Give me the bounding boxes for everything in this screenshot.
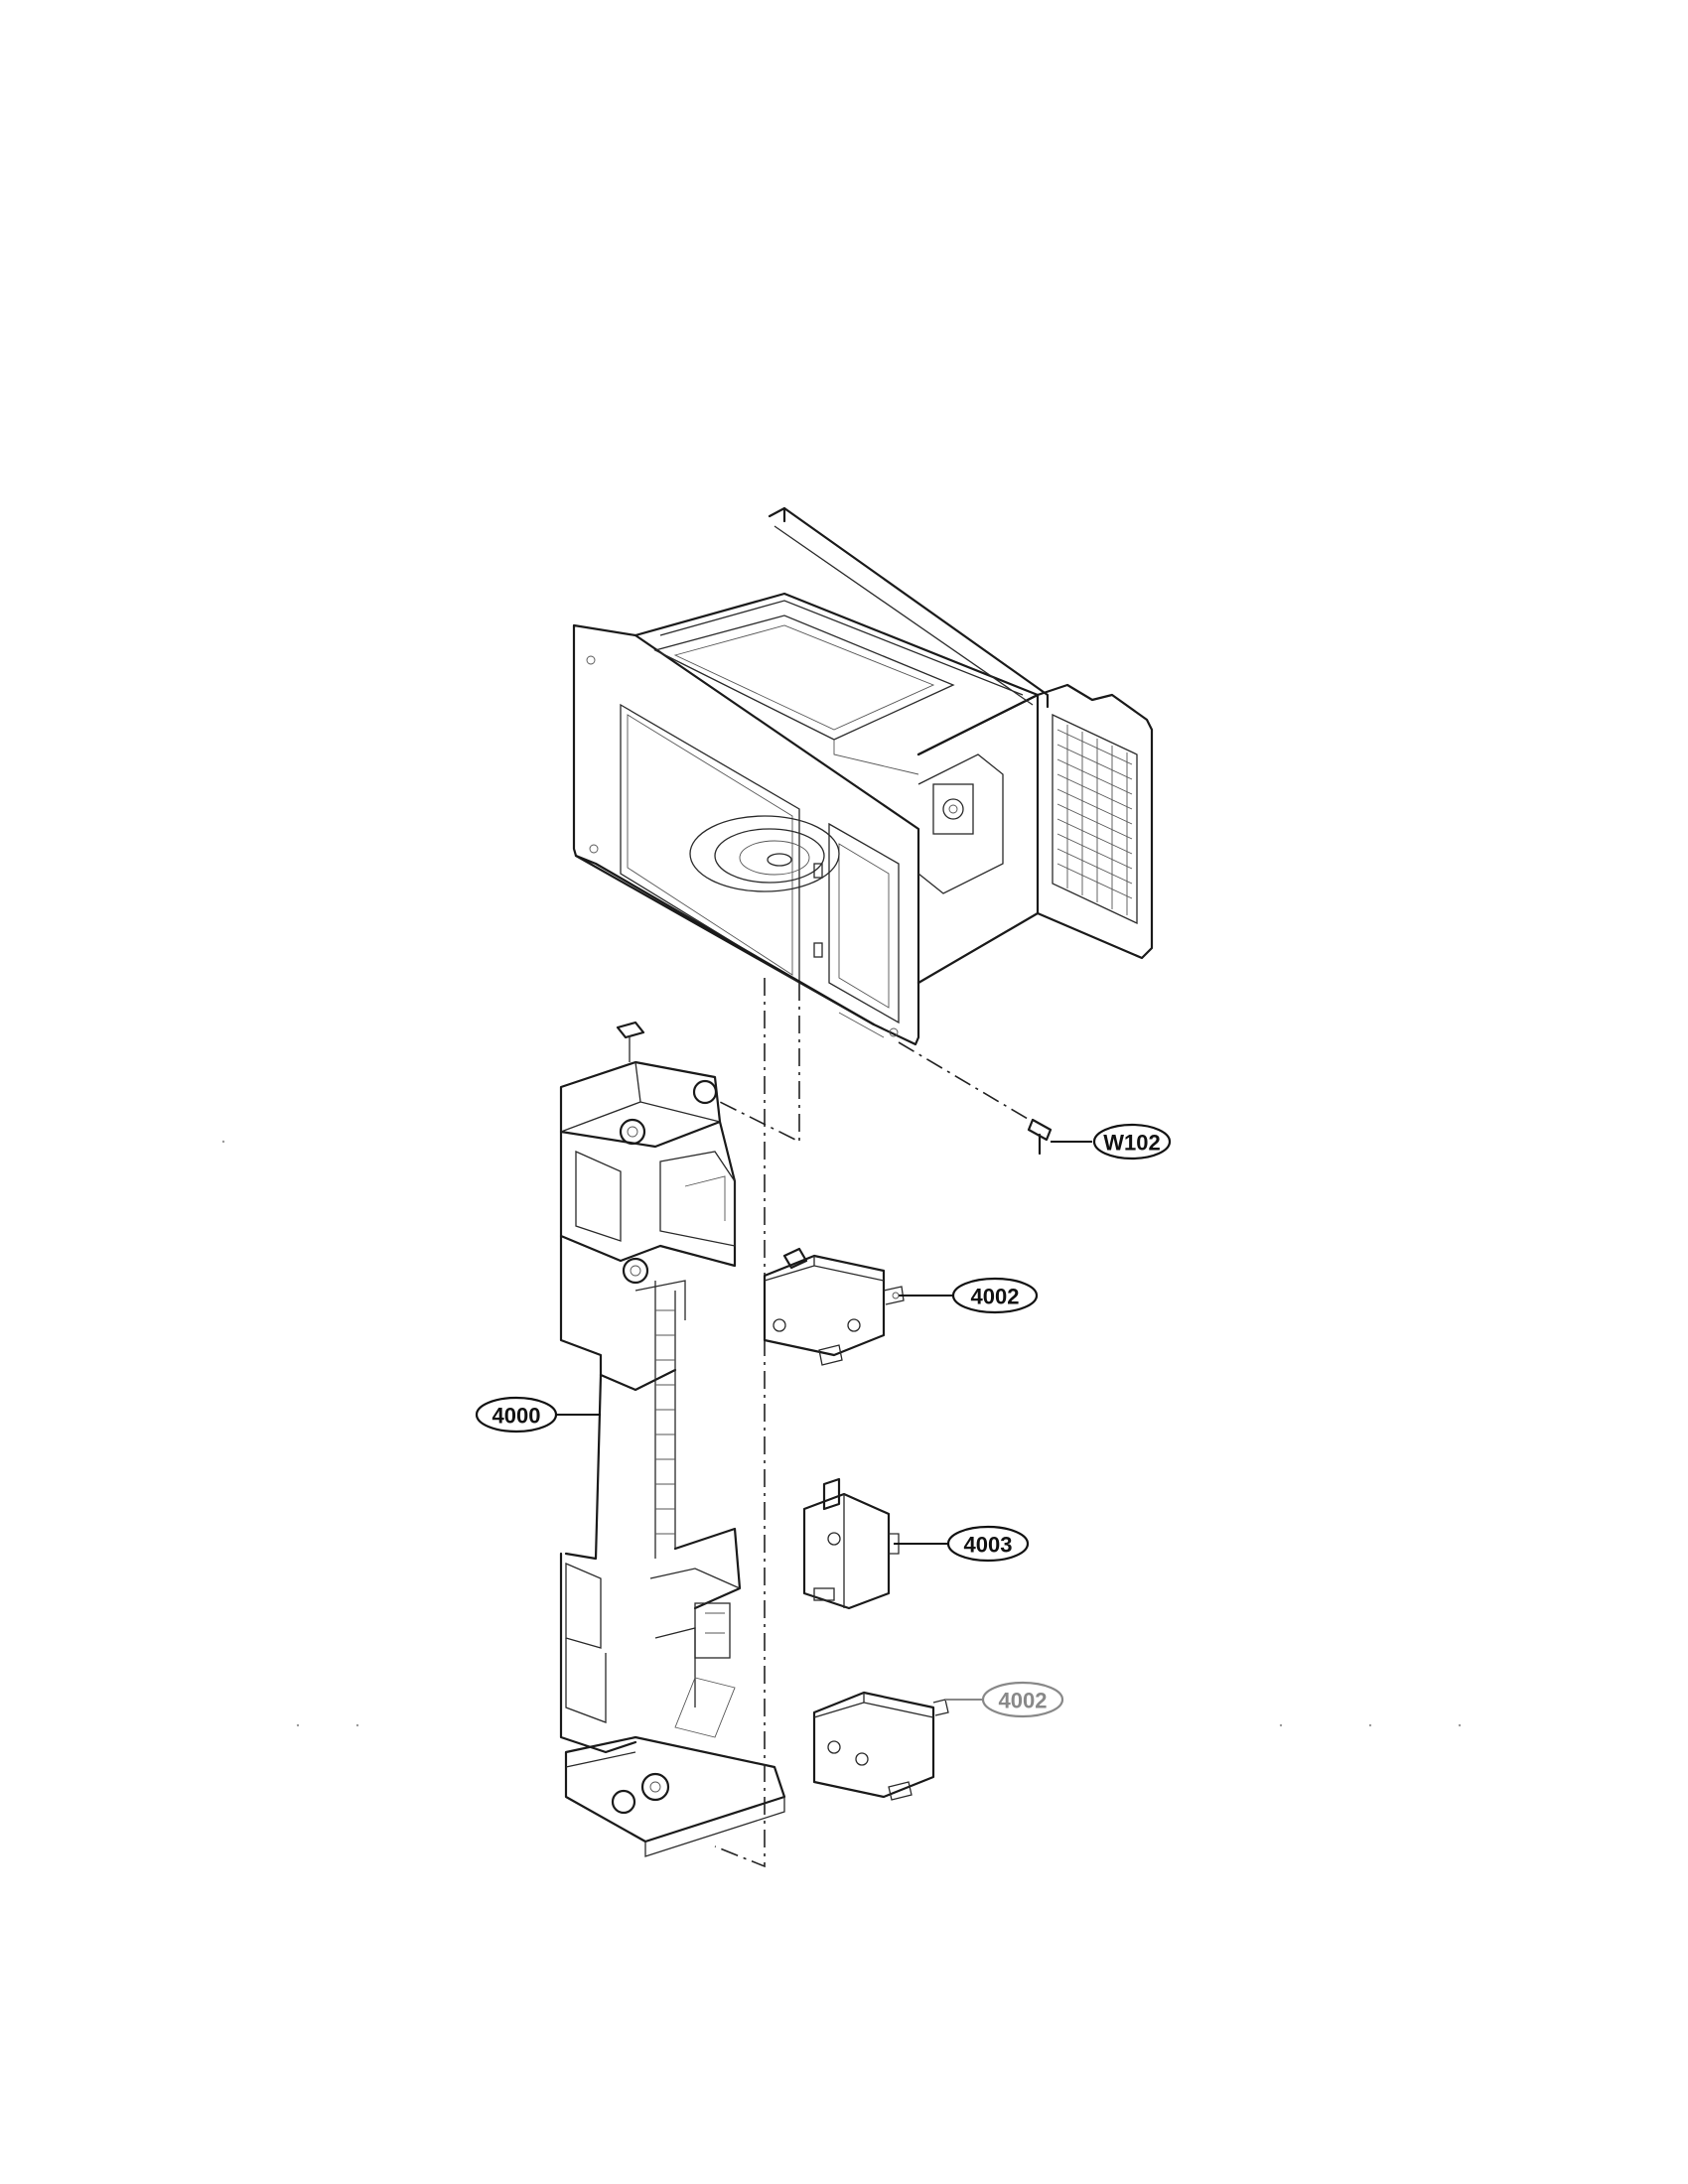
callout-label: 4002 — [971, 1285, 1020, 1309]
micro-switch-icon — [802, 1477, 900, 1610]
grille-pattern — [1056, 725, 1133, 915]
door-latch-board-icon — [559, 1021, 786, 1857]
scan-artifacts — [221, 1140, 1462, 1727]
callout-label: 4003 — [964, 1533, 1013, 1558]
callout-w102: W102 — [1051, 1123, 1172, 1160]
callout-label: 4002 — [999, 1689, 1048, 1713]
alignment-lines — [714, 978, 1034, 1868]
callout-4000: 4000 — [475, 1396, 601, 1433]
callout-4002-lower: 4002 — [945, 1681, 1064, 1718]
callout-4003: 4003 — [894, 1525, 1030, 1563]
callout-4002-upper: 4002 — [899, 1277, 1039, 1314]
callout-label: 4000 — [492, 1404, 541, 1429]
micro-switch-icon — [812, 1691, 949, 1801]
microwave-cavity-icon — [572, 506, 1154, 1046]
callout-label: W102 — [1103, 1131, 1160, 1156]
micro-switch-icon — [763, 1247, 905, 1366]
screw-icon — [1027, 1118, 1053, 1156]
